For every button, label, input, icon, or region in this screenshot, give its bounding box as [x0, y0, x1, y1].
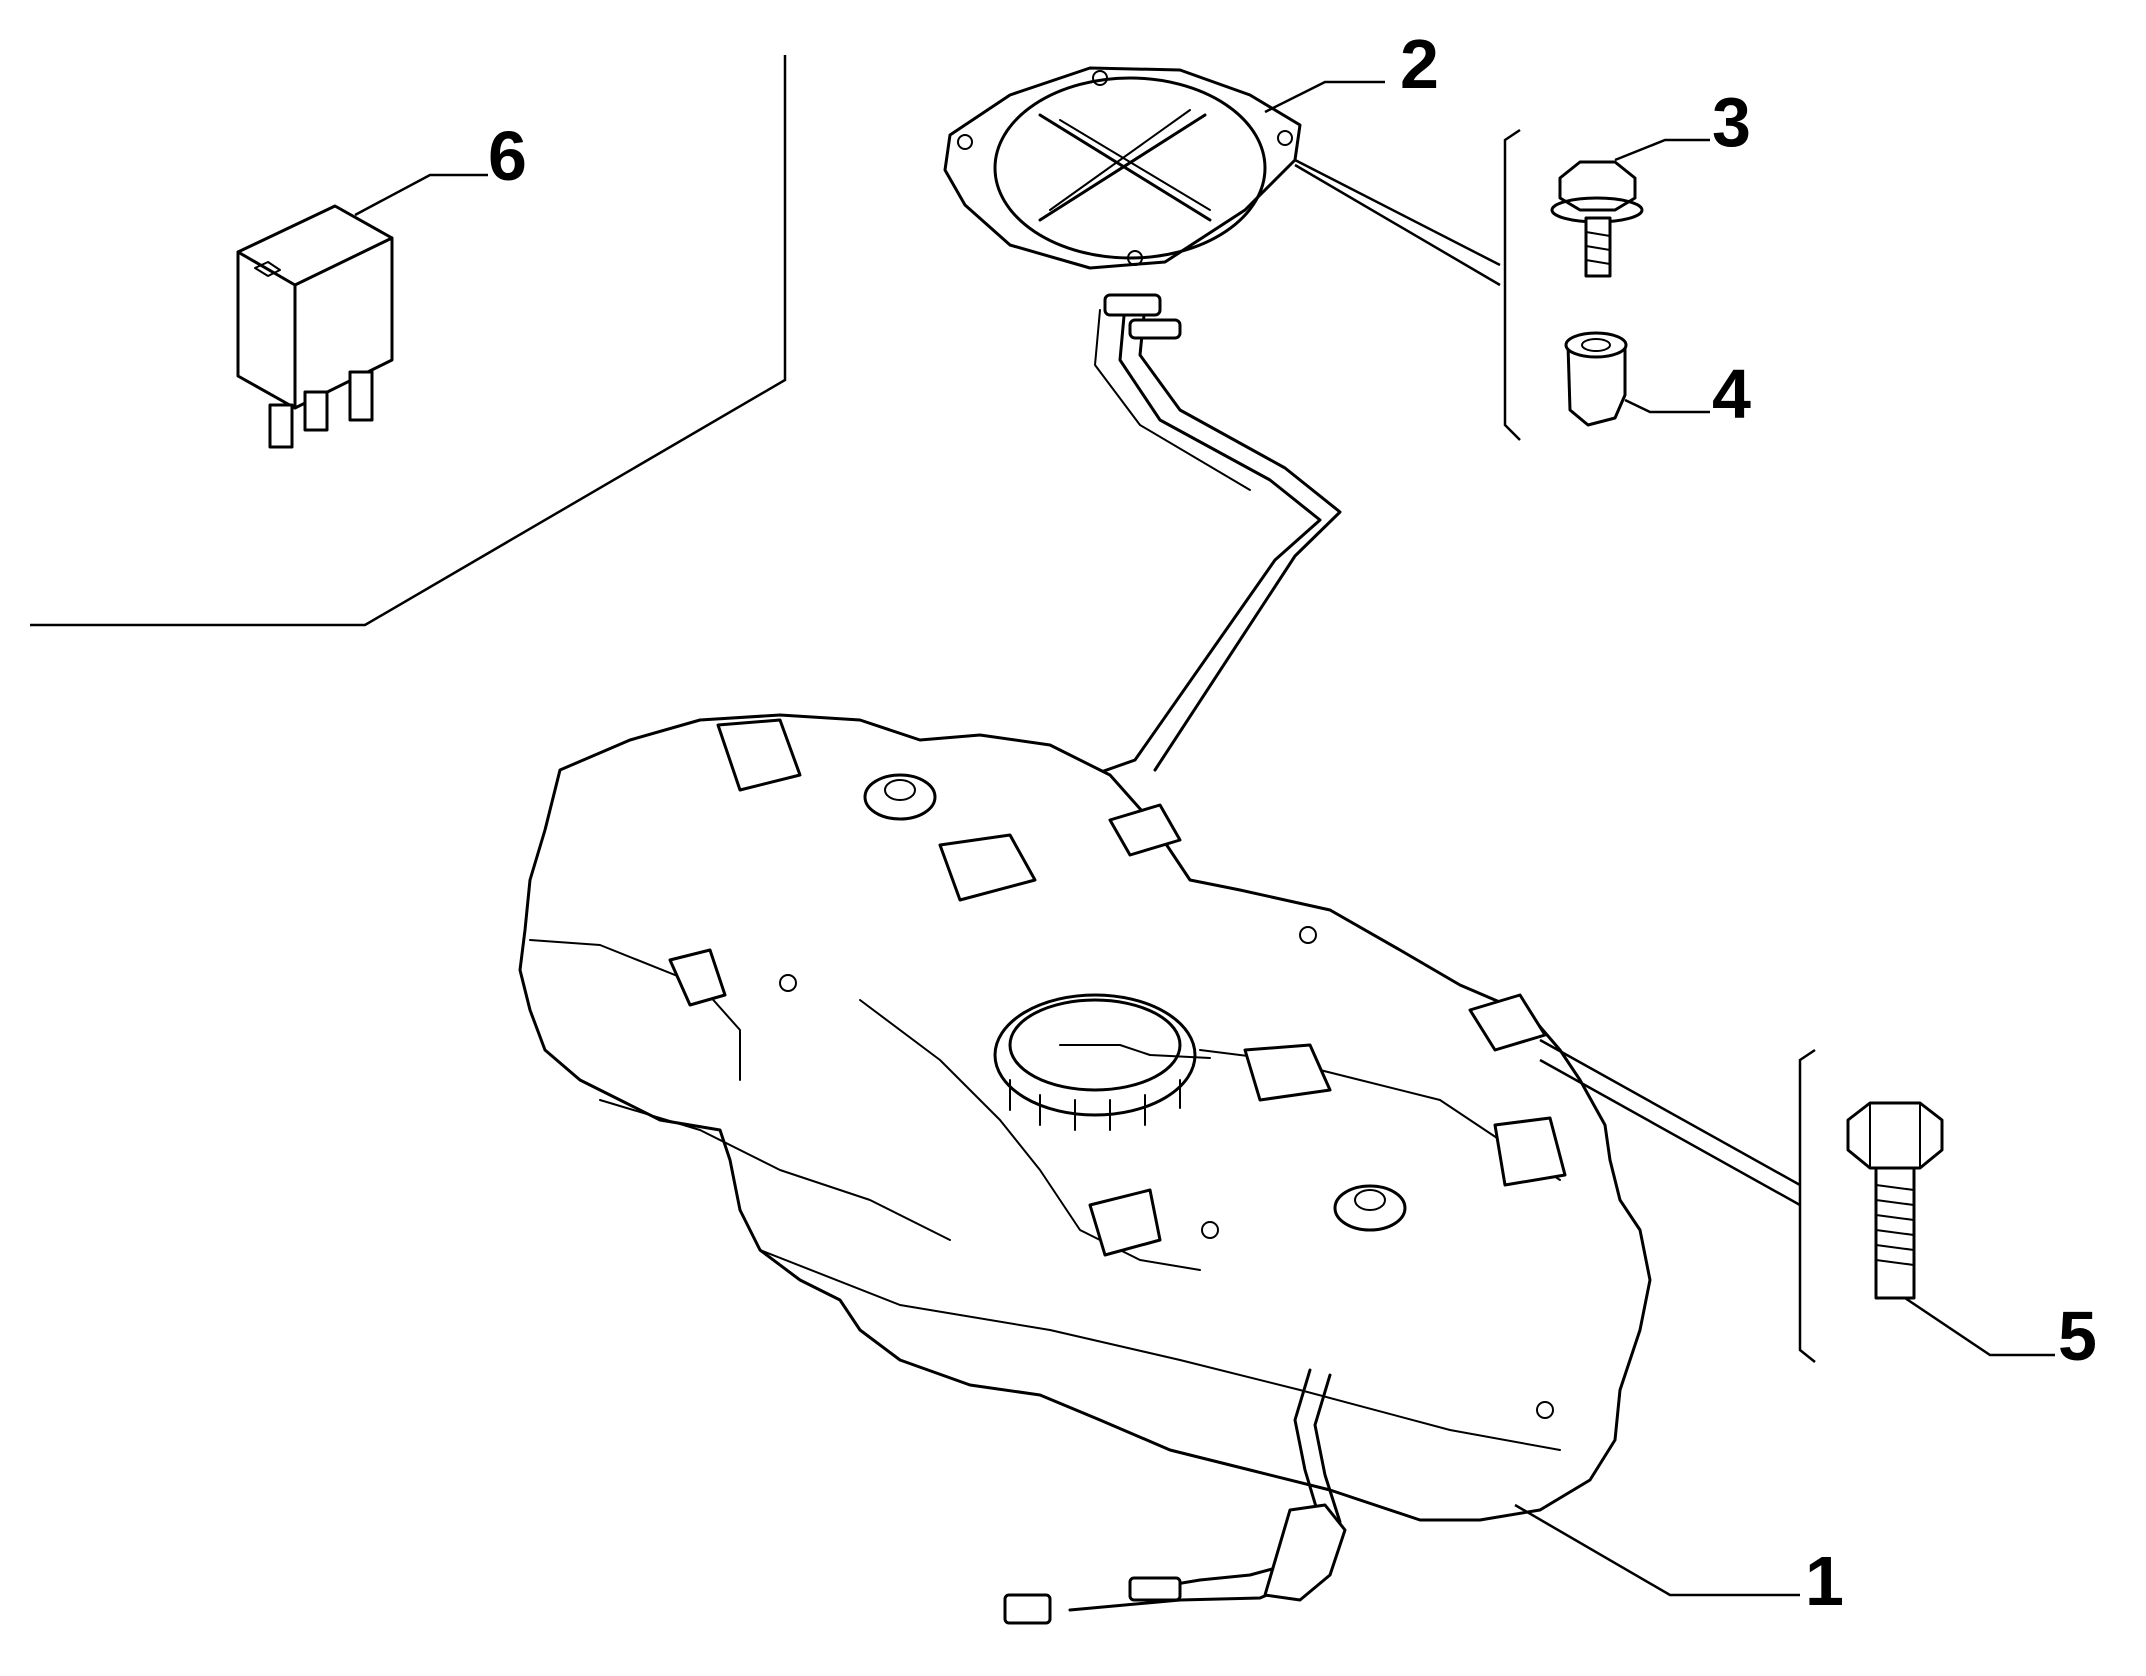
part-6-relay[interactable]	[236, 173, 488, 449]
part-1-fuel-tank[interactable]	[518, 713, 1800, 1625]
part-2-cover-plate[interactable]	[943, 66, 1501, 287]
part-3-bolt[interactable]	[1550, 138, 1710, 278]
callout-2: 2	[1400, 25, 1439, 103]
bracket-5	[1539, 1038, 1816, 1363]
relay-frame	[30, 55, 787, 627]
bracket-3-4	[1503, 128, 1521, 441]
part-4-nut-insert[interactable]	[1564, 331, 1710, 427]
callout-5: 5	[2058, 1297, 2097, 1375]
part-5-hex-bolt[interactable]	[1846, 1101, 2055, 1357]
callout-4: 4	[1712, 355, 1751, 433]
callout-3: 3	[1712, 83, 1751, 161]
callout-1: 1	[1805, 1542, 1844, 1620]
callout-6: 6	[488, 117, 527, 195]
